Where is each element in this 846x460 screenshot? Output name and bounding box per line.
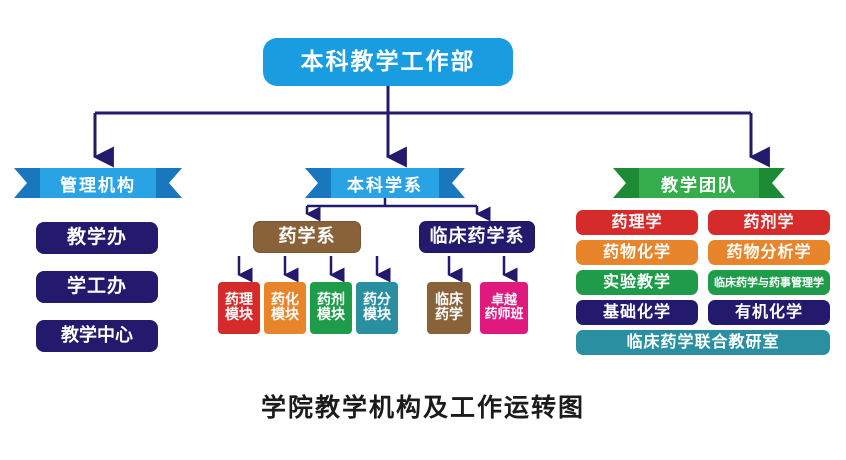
module-label: 卓越 药师班 (484, 293, 524, 322)
ribbon-right-wing-icon (156, 168, 182, 198)
banner-departments-label: 本科学系 (347, 175, 423, 196)
team-pharmaceutics[interactable]: 药剂学 (708, 210, 830, 235)
root-node-label: 本科教学工作部 (300, 48, 476, 75)
team-clinical-pharmacy-joint-teaching-office[interactable]: 临床药学联合教研室 (576, 330, 830, 355)
banner-teaching-teams-label: 教学团队 (661, 175, 737, 196)
module-pharmacology[interactable]: 药理 模块 (218, 282, 260, 334)
team-experimental-teaching[interactable]: 实验教学 (576, 270, 698, 295)
module-label: 药理 模块 (225, 292, 253, 323)
department-pharmacy-label: 药学系 (278, 225, 336, 247)
team-label: 有机化学 (734, 302, 803, 322)
management-item-label: 教学办 (66, 226, 127, 249)
module-medicinal-chemistry[interactable]: 药化 模块 (264, 282, 306, 334)
module-label: 临床 药学 (435, 292, 463, 323)
team-pharmaceutical-analysis[interactable]: 药物分析学 (708, 240, 830, 265)
banner-management-label: 管理机构 (60, 175, 136, 196)
module-excellent-pharmacist-class[interactable]: 卓越 药师班 (480, 282, 528, 334)
chart-caption: 学院教学机构及工作运转图 (260, 393, 585, 422)
module-clinical-pharmacy[interactable]: 临床 药学 (427, 282, 471, 334)
team-medicinal-chemistry[interactable]: 药物化学 (576, 240, 698, 265)
banner-management[interactable]: 管理机构 (14, 168, 182, 198)
department-clinical-pharmacy-label: 临床药学系 (429, 225, 525, 247)
team-clinical-pharmacy-and-pharmacy-administration[interactable]: 临床药学与药事管理学 (708, 270, 830, 295)
ribbon-right-wing-icon (439, 168, 465, 198)
team-label: 药理学 (611, 212, 663, 232)
ribbon-left-wing-icon (613, 168, 639, 198)
team-basic-chemistry[interactable]: 基础化学 (576, 300, 698, 325)
module-pharmaceutical-analysis[interactable]: 药分 模块 (356, 282, 398, 334)
management-item-label: 学工办 (66, 275, 127, 298)
team-label: 药剂学 (743, 212, 795, 232)
module-pharmaceutics[interactable]: 药剂 模块 (310, 282, 352, 334)
module-label: 药剂 模块 (317, 292, 345, 323)
team-label: 临床药学与药事管理学 (714, 275, 824, 289)
module-label: 药化 模块 (271, 292, 299, 323)
banner-departments[interactable]: 本科学系 (305, 168, 465, 198)
department-clinical-pharmacy[interactable]: 临床药学系 (419, 221, 535, 253)
ribbon-right-wing-icon (759, 168, 785, 198)
team-label: 药物化学 (602, 242, 671, 262)
management-item-student-affairs-office[interactable]: 学工办 (36, 271, 158, 303)
team-label: 药物分析学 (726, 242, 812, 262)
team-label: 实验教学 (602, 272, 671, 292)
banner-teaching-teams[interactable]: 教学团队 (613, 168, 785, 198)
team-label: 基础化学 (602, 302, 671, 322)
ribbon-left-wing-icon (305, 168, 331, 198)
ribbon-left-wing-icon (14, 168, 40, 198)
module-label: 药分 模块 (363, 292, 391, 323)
management-item-teaching-office[interactable]: 教学办 (36, 222, 158, 254)
team-label: 临床药学联合教研室 (626, 332, 780, 352)
management-item-teaching-center[interactable]: 教学中心 (36, 320, 158, 352)
management-item-label: 教学中心 (61, 324, 133, 346)
root-node-undergraduate-teaching-department[interactable]: 本科教学工作部 (263, 38, 513, 86)
team-pharmacology[interactable]: 药理学 (576, 210, 698, 235)
department-pharmacy[interactable]: 药学系 (253, 221, 361, 253)
team-organic-chemistry[interactable]: 有机化学 (708, 300, 830, 325)
